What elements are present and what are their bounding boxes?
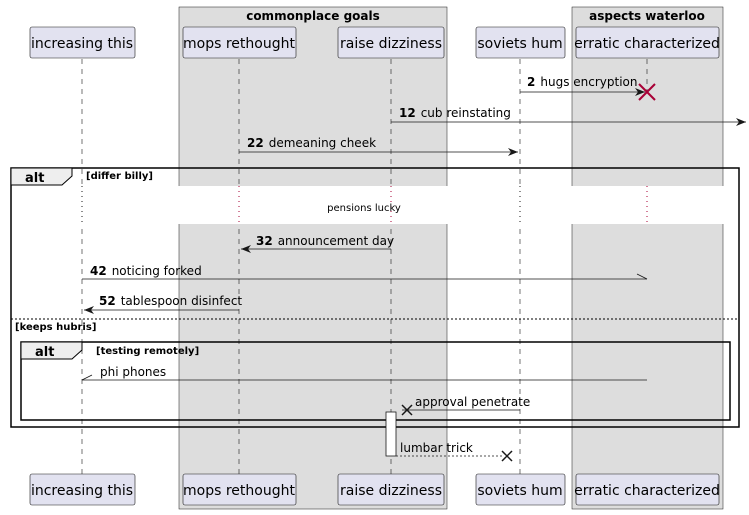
participant-label: raise dizziness [340,483,442,499]
destroy-icon [638,83,656,101]
message-number: 32 [256,234,273,248]
message-label: noticing forked [112,264,202,278]
message-12: 12 cub reinstating [391,106,746,126]
participant-raise-dizziness-bottom[interactable]: raise dizziness [337,473,445,506]
message-label: lumbar trick [400,441,473,455]
message-2: 2 hugs encryption [520,75,656,101]
half-arrowhead [81,374,93,381]
participant-increasing-this-top[interactable]: increasing this [29,26,136,59]
fragment-guard: [testing remotely] [96,346,199,357]
participant-increasing-this-bottom[interactable]: increasing this [29,473,136,506]
participant-label: erratic characterized [574,483,720,499]
participant-erratic-characterized-bottom[interactable]: erratic characterized [574,473,720,506]
message-number: 12 [399,106,416,120]
participant-label: erratic characterized [574,36,720,52]
participant-label: raise dizziness [340,36,442,52]
fragment-keyword: alt [25,171,44,186]
message-label: hugs encryption [540,75,637,89]
fragment-guard: [differ billy] [86,171,153,182]
participant-label: mops rethought [183,483,295,499]
participant-label: increasing this [31,483,133,499]
participant-erratic-characterized-top[interactable]: erratic characterized [574,26,720,59]
participant-mops-rethought-bottom[interactable]: mops rethought [182,473,297,506]
alt-fragment-outer: alt [differ billy] [keeps hubris] [10,167,740,428]
message-lumbar-trick: lumbar trick [396,441,513,462]
message-number: 2 [527,75,535,89]
message-phi-phones: phi phones [81,365,647,381]
box-commonplace-goals-title: commonplace goals [246,9,380,23]
participant-label: soviets hum [477,36,562,52]
cross-icon [401,404,413,416]
message-number: 42 [90,264,107,278]
message-42: 42 noticing forked [82,264,648,280]
participant-raise-dizziness-top[interactable]: raise dizziness [337,26,445,59]
delay-section: pensions lucky [12,186,738,224]
cross-icon [501,450,513,462]
participant-label: increasing this [31,36,133,52]
message-label: announcement day [278,234,394,248]
participant-label: soviets hum [477,483,562,499]
message-label: phi phones [100,365,166,379]
fragment-keyword: alt [35,345,54,360]
delay-label: pensions lucky [327,203,401,214]
message-label: approval penetrate [415,395,530,409]
message-approval-penetrate: approval penetrate [401,395,530,416]
half-arrowhead [636,273,648,280]
participant-mops-rethought-top[interactable]: mops rethought [182,26,297,59]
activation-bar [385,411,397,457]
fragment-guard: [keeps hubris] [15,322,96,333]
message-52: 52 tablespoon disinfect [84,294,242,314]
message-label: tablespoon disinfect [121,294,243,308]
message-number: 52 [99,294,116,308]
message-number: 22 [247,136,264,150]
box-aspects-waterloo-title: aspects waterloo [589,9,705,23]
participant-soviets-hum-bottom[interactable]: soviets hum [475,473,566,506]
message-22: 22 demeaning cheek [239,136,518,156]
message-label: cub reinstating [421,106,511,120]
box-commonplace-goals: commonplace goals [178,6,448,510]
participant-soviets-hum-top[interactable]: soviets hum [475,26,566,59]
participant-label: mops rethought [183,36,295,52]
message-32: 32 announcement day [241,234,394,253]
alt-fragment-inner: alt [testing remotely] [20,341,731,421]
message-label: demeaning cheek [269,136,376,150]
